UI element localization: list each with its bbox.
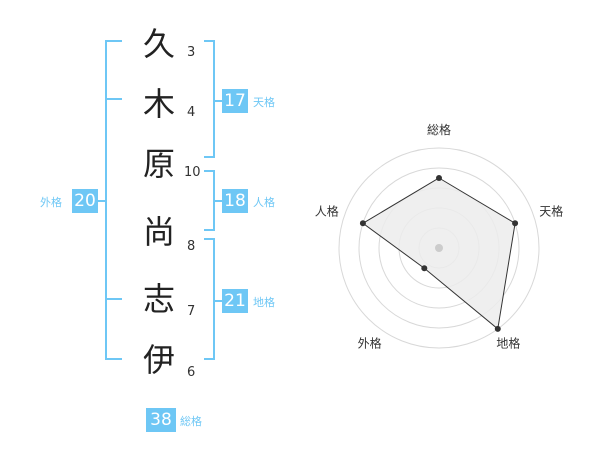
- stroke-count-4: 8: [187, 239, 196, 254]
- radar-center: [435, 244, 443, 252]
- radar-area: [362, 177, 516, 330]
- jinkaku-value: 18: [222, 189, 248, 213]
- stroke-count-1: 3: [187, 45, 196, 60]
- stroke-count-3: 10: [184, 165, 201, 180]
- name-char-1: 久: [142, 25, 175, 63]
- stroke-count-5: 7: [187, 304, 196, 319]
- soukaku-label: 総格: [180, 415, 202, 428]
- chikaku-value: 21: [222, 289, 248, 313]
- stroke-count-2: 4: [187, 105, 196, 120]
- name-char-5: 志: [142, 280, 175, 318]
- stroke-count-6: 6: [187, 365, 196, 380]
- radar-point: [512, 220, 519, 227]
- radar-point: [359, 220, 366, 227]
- radar-ring: [358, 167, 520, 329]
- radar-axis-label: 天格: [539, 204, 563, 219]
- name-char-6: 伊: [142, 341, 175, 379]
- radar-axis-label: 人格: [315, 204, 339, 219]
- tenkaku-label: 天格: [253, 96, 275, 109]
- radar-point: [436, 175, 442, 181]
- radar-point: [421, 265, 428, 272]
- radar-axis-label: 総格: [427, 122, 451, 137]
- chikaku-bracket: [204, 238, 215, 360]
- gaikaku-value: 20: [72, 189, 98, 213]
- tenkaku-value: 17: [222, 89, 248, 113]
- radar-axis-label: 外格: [358, 335, 382, 350]
- tenkaku-bracket: [204, 40, 215, 158]
- name-char-2: 木: [142, 85, 175, 123]
- radar-ring: [338, 147, 540, 349]
- jinkaku-label: 人格: [253, 196, 275, 209]
- soukaku-value: 38: [146, 408, 176, 432]
- gaikaku-label: 外格: [40, 196, 62, 209]
- name-char-3: 原: [142, 145, 175, 183]
- radar-axis-label: 地格: [496, 335, 520, 350]
- name-char-4: 尚: [142, 213, 175, 251]
- radar-point: [494, 325, 501, 332]
- chikaku-label: 地格: [253, 296, 275, 309]
